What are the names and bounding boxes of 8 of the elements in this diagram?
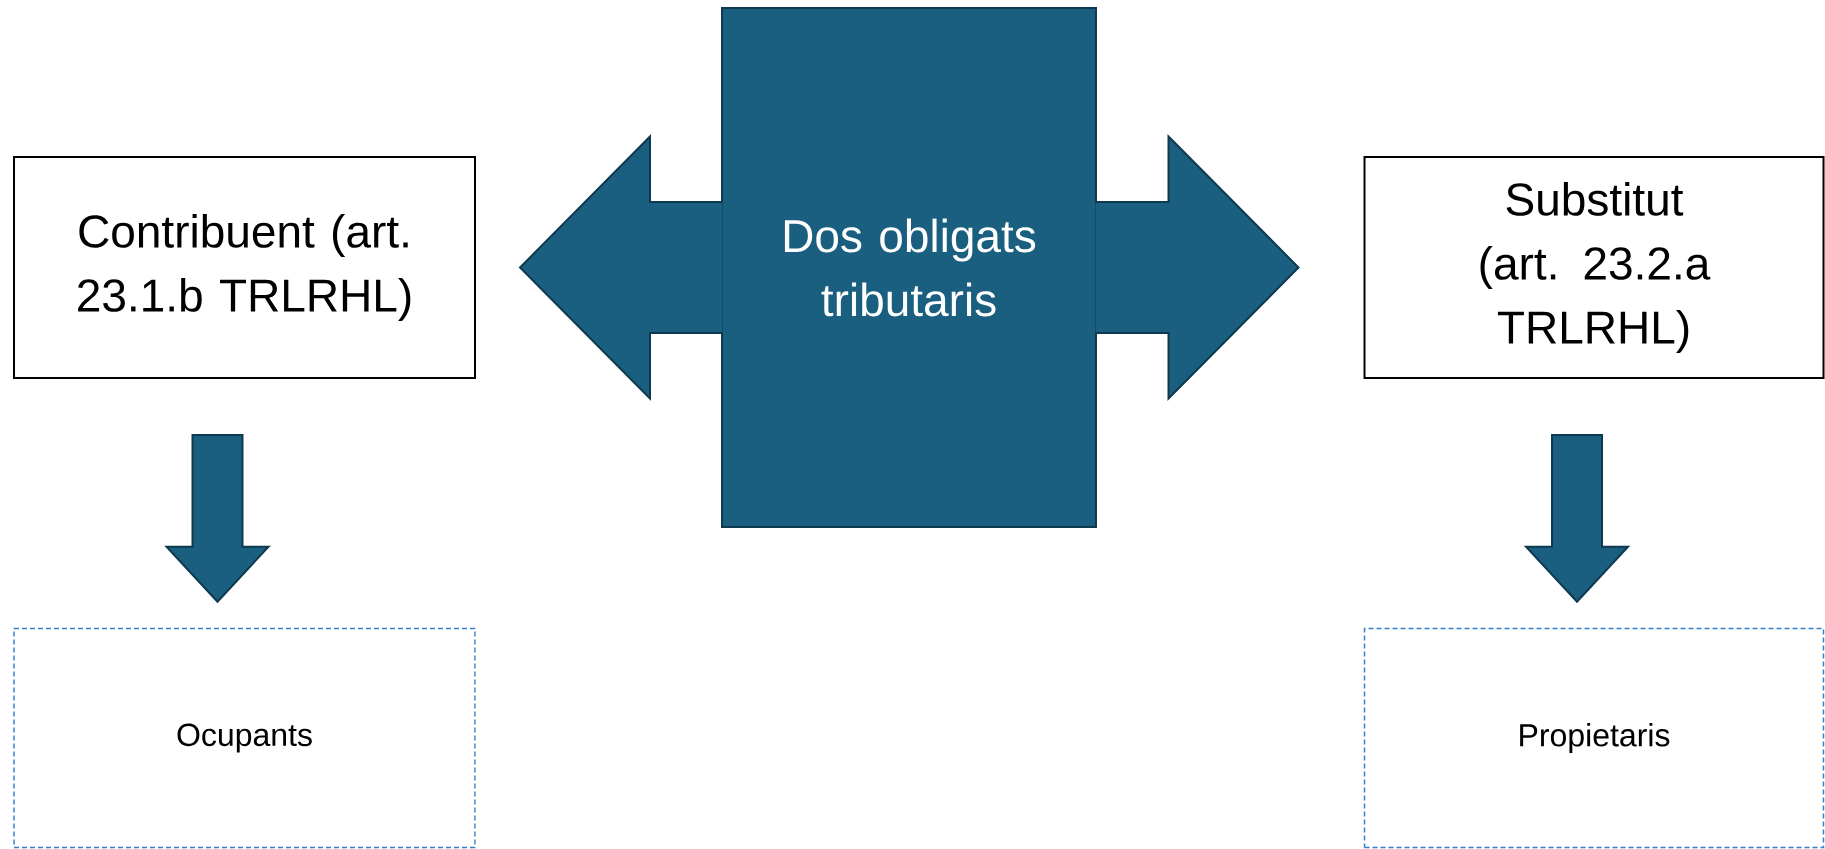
block-arrow [1094, 134, 1300, 401]
block-arrow [518, 134, 724, 401]
block-arrow [164, 434, 271, 604]
text-box: Contribuent (art. 23.1.b TRLRHL) [13, 156, 476, 379]
dashed-box: Ocupants [13, 627, 476, 849]
text-box: Substitut (art. 23.2.a TRLRHL) [1363, 156, 1825, 379]
block-arrow [1523, 434, 1631, 604]
dashed-box: Propietaris [1363, 627, 1825, 849]
